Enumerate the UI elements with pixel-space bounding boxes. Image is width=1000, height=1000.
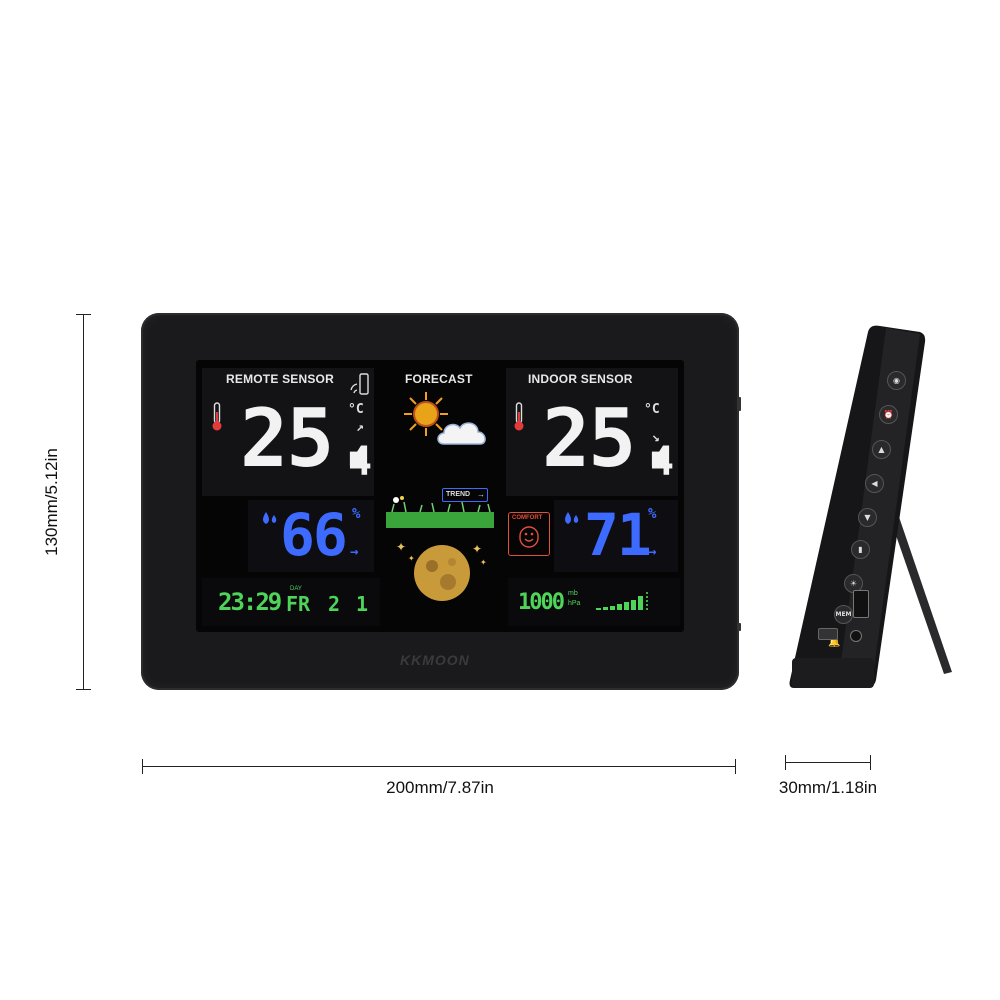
depth-dimension-line [785, 762, 871, 763]
indoor-humidity: 71 [584, 501, 652, 569]
clock-day: FR [286, 592, 311, 616]
indoor-thermometer-icon [514, 402, 524, 431]
width-dimension-label: 200mm/7.87in [386, 778, 494, 797]
width-dimension-tick-right [735, 759, 736, 774]
usb-port[interactable] [853, 590, 869, 618]
trend-arrow-icon: → [477, 490, 485, 499]
depth-dimension-label: 30mm/1.18in [778, 778, 878, 797]
remote-humidity-panel [248, 500, 374, 572]
side-button-mem[interactable]: MEM [834, 605, 853, 624]
star-icon: ✦ [408, 554, 415, 563]
sun-icon [404, 392, 448, 436]
clock-panel [202, 578, 380, 626]
indoor-humidity-drop-icon [565, 512, 579, 524]
indoor-temperature-decimal: 4 [650, 439, 674, 485]
side-button-nub-bottom [737, 623, 741, 631]
side-button-up[interactable]: ▲ [872, 440, 891, 459]
indoor-temp-panel [506, 368, 678, 496]
depth-dimension-tick-left [785, 755, 786, 770]
moon-phase-icon [414, 545, 470, 601]
side-button-alarm[interactable]: ⏰ [879, 405, 898, 424]
brand-logo: KKMOON [400, 652, 470, 668]
indoor-sensor-label: INDOOR SENSOR [528, 372, 633, 386]
pressure-value: 1000 [518, 590, 565, 615]
height-dimension-tick-bottom [76, 689, 91, 690]
lcd-screen: REMOTE SENSOR FORECAST INDOOR SENSOR 25.… [196, 360, 684, 632]
power-jack[interactable] [850, 630, 862, 642]
remote-sensor-label: REMOTE SENSOR [226, 372, 334, 386]
remote-thermometer-icon [212, 402, 222, 431]
height-dimension-line [83, 314, 84, 690]
forecast-label: FORECAST [405, 372, 473, 386]
indoor-temperature-unit: °C [644, 402, 660, 417]
alarm-toggle-switch[interactable] [818, 628, 838, 640]
remote-temp-panel [202, 368, 374, 496]
alarm-switch-icon: 🔔 [828, 637, 841, 648]
pressure-history-graph [596, 592, 648, 610]
smiley-icon [519, 526, 539, 548]
comfort-label: COMFORT [512, 515, 543, 521]
side-button-settings[interactable]: ◉ [887, 371, 906, 390]
trend-indicator: TREND → [442, 488, 488, 502]
width-dimension-tick-left [142, 759, 143, 774]
depth-dimension-tick-right [870, 755, 871, 770]
day-tag: DAY [290, 586, 302, 592]
remote-humidity-unit: % [352, 506, 361, 522]
remote-temperature-trend: ↗ [356, 420, 364, 435]
remote-temperature-unit: °C [348, 402, 364, 417]
star-icon: ✦ [396, 540, 407, 554]
height-dimension-tick-top [76, 314, 91, 315]
remote-temperature: 25. [240, 392, 380, 485]
indoor-temperature-trend: ↘ [652, 430, 660, 445]
clock-date-day: 1 [356, 592, 369, 616]
width-dimension-line [142, 766, 736, 767]
grass-icon [386, 496, 494, 528]
comfort-indicator: COMFORT [508, 512, 550, 556]
side-button-left[interactable]: ◀ [865, 474, 884, 493]
pressure-unit-bottom: hPa [568, 600, 581, 607]
remote-humidity-drop-icon [263, 512, 277, 524]
indoor-humidity-unit: % [648, 506, 657, 522]
star-icon: ✦ [472, 542, 483, 556]
indoor-temperature: 25. [542, 392, 682, 485]
pressure-panel [508, 578, 680, 626]
trend-label: TREND [446, 491, 471, 498]
clock-time: 23:29 [218, 588, 282, 616]
side-button-nub-top [737, 397, 741, 411]
side-button-channel[interactable]: ▮ [851, 540, 870, 559]
remote-humidity-trend: → [350, 544, 359, 560]
signal-icon [350, 373, 369, 395]
clock-date-month: 2 [328, 592, 341, 616]
remote-humidity: 66 [280, 501, 348, 569]
height-dimension-label: 130mm/5.12in [42, 448, 61, 556]
indoor-humidity-trend: → [648, 544, 657, 560]
cloud-icon [437, 422, 486, 445]
pressure-unit-top: mb [568, 590, 578, 597]
remote-temperature-decimal: 4 [348, 439, 372, 485]
indoor-humidity-panel [554, 500, 678, 572]
side-button-down[interactable]: ▼ [858, 508, 877, 527]
star-icon: ✦ [480, 558, 487, 567]
